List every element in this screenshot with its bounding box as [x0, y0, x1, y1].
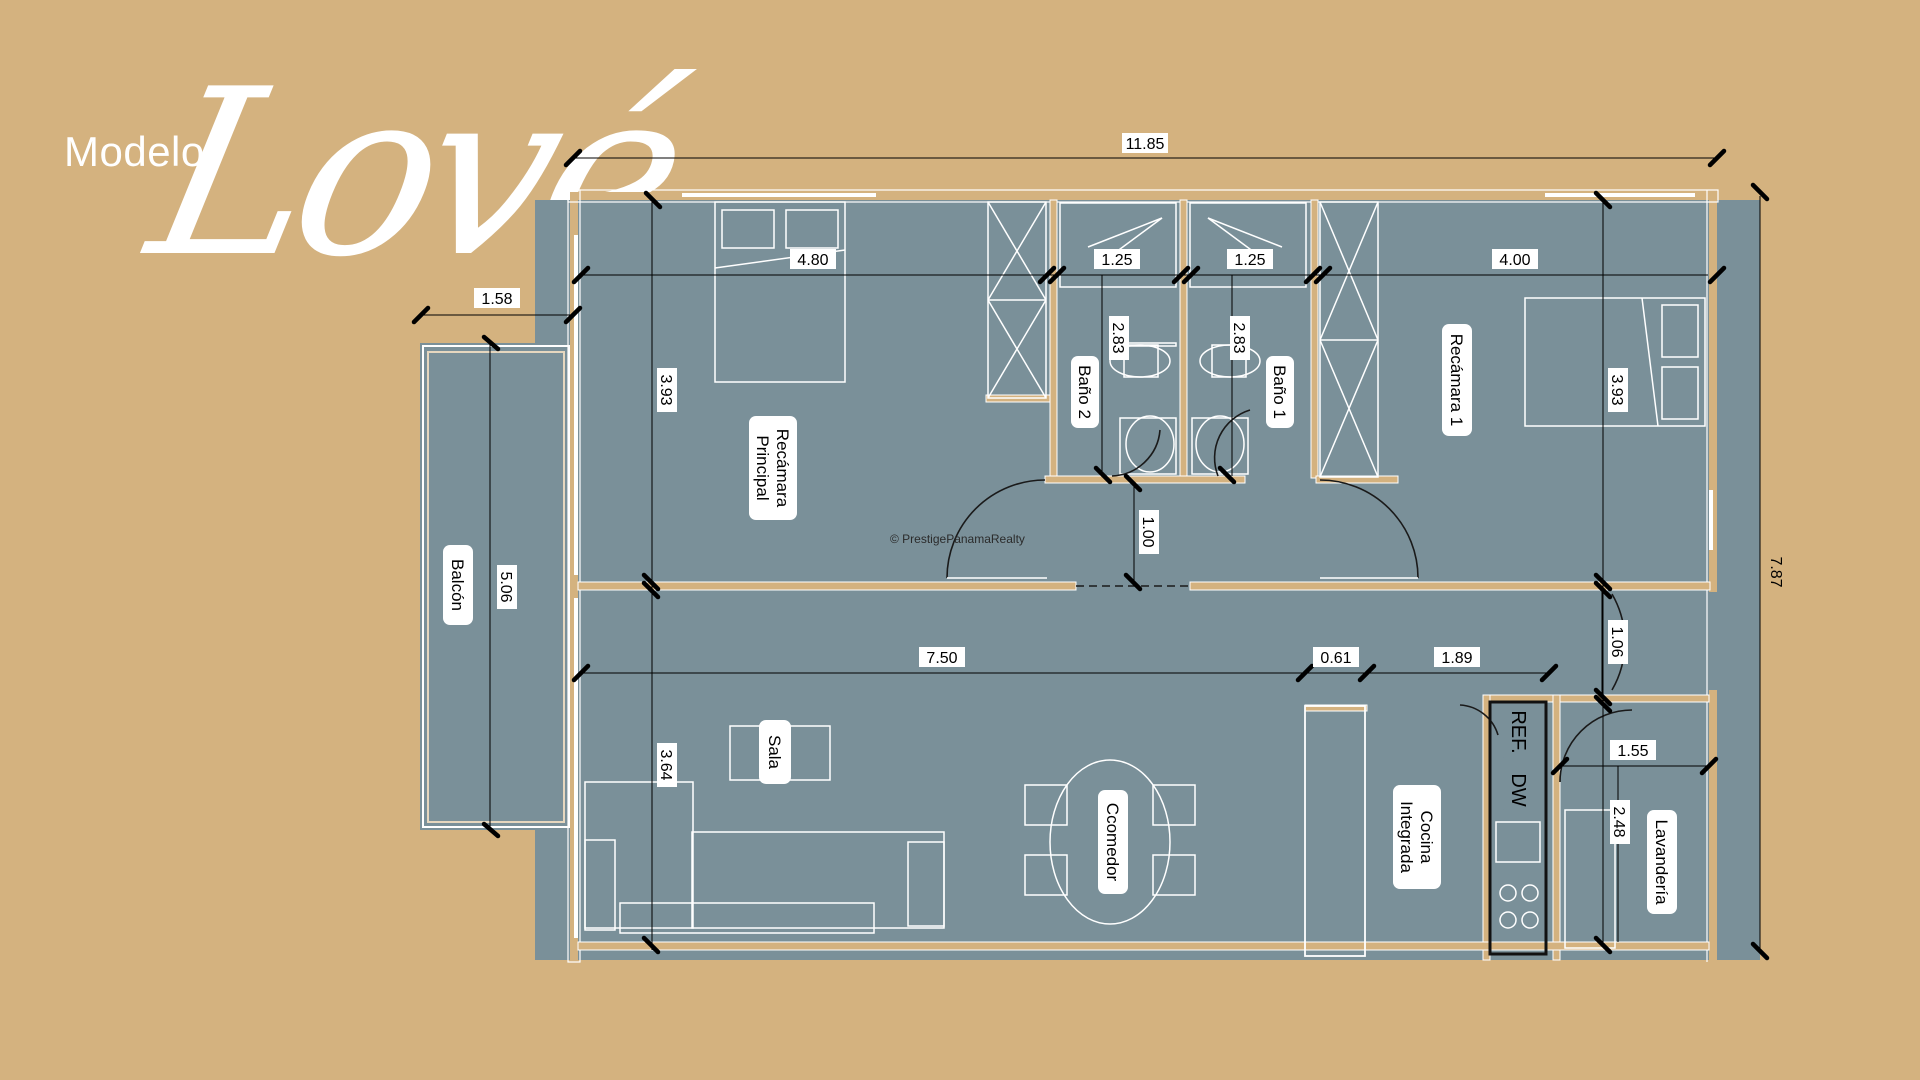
- dim-bath1-depth: 2.83: [1230, 322, 1247, 353]
- dim-bed1-depth: 3.93: [1608, 374, 1625, 405]
- label-master-line1: Recámara: [773, 429, 792, 508]
- dimension-lines: [422, 157, 1761, 950]
- bed-1: [1524, 297, 1706, 427]
- sofa: [584, 781, 945, 934]
- label-master-line2: Principal: [753, 435, 772, 500]
- bath2-fixtures: [1059, 202, 1177, 475]
- exterior-outline: [567, 189, 1719, 963]
- exterior-walls: [570, 192, 1717, 960]
- dim-kitchen-width: 1.89: [1441, 650, 1472, 667]
- dim-balcony-length: 5.06: [497, 571, 514, 602]
- bath1-fixtures: [1189, 202, 1307, 475]
- label-kitchen-line1: Cocina: [1417, 811, 1436, 864]
- dim-total-height: 7.87: [1767, 556, 1784, 587]
- floor-main: [535, 200, 1760, 960]
- label-laundry: Lavandería: [1652, 819, 1671, 905]
- label-bath1: Baño 1: [1270, 365, 1289, 419]
- dim-laundry-depth: 2.48: [1610, 806, 1627, 837]
- label-bath2: Baño 2: [1075, 365, 1094, 419]
- dim-bed1-width: 4.00: [1499, 252, 1530, 269]
- dining-set: [1024, 759, 1196, 925]
- dimension-labels: 11.85 1.58 4.80 1.25 1.25 4.00 7.50 0.61…: [474, 133, 1787, 844]
- dimension-ticks: [411, 148, 1770, 961]
- balcony-inner: [427, 351, 565, 823]
- dim-living-width: 7.50: [926, 650, 957, 667]
- label-living: Sala: [765, 735, 784, 770]
- dim-living-depth: 3.64: [657, 749, 674, 780]
- laundry-outline: [1564, 809, 1616, 949]
- dim-master-width: 4.80: [797, 252, 828, 269]
- label-fridge: REF.: [1507, 710, 1529, 753]
- wardrobe-bed1: [1319, 201, 1379, 478]
- dim-counter-width: 0.61: [1320, 650, 1351, 667]
- dim-door-width: 1.06: [1608, 626, 1625, 657]
- dim-master-depth: 3.93: [657, 374, 674, 405]
- windows: [574, 193, 1713, 938]
- kitchen-appliances: [1495, 821, 1541, 929]
- bed-master: [714, 201, 846, 383]
- label-balcony: Balcón: [448, 559, 467, 611]
- wardrobe-master: [987, 201, 1047, 399]
- model-label: Modelo: [64, 128, 205, 175]
- kitchen-cabinets: [1488, 700, 1548, 956]
- dim-bath2-width: 1.25: [1101, 252, 1132, 269]
- room-labels: Recámara Principal Recámara 1 Baño 2 Bañ…: [443, 324, 1677, 914]
- dim-total-width: 11.85: [1126, 136, 1165, 153]
- label-dishwasher: DW: [1507, 773, 1529, 806]
- dim-bath2-depth: 2.83: [1109, 322, 1126, 353]
- dim-balcony-width: 1.58: [481, 291, 512, 308]
- watermark: © PrestigePanamaRealty: [890, 532, 1025, 546]
- dim-bath1-width: 1.25: [1234, 252, 1265, 269]
- dim-hall-width: 1.00: [1139, 516, 1156, 547]
- doors: [946, 409, 1633, 783]
- dim-laundry-width: 1.55: [1617, 743, 1648, 760]
- label-bed1: Recámara 1: [1447, 334, 1466, 427]
- label-kitchen-line2: Integrada: [1397, 801, 1416, 873]
- floor-balcony: [420, 343, 572, 830]
- kitchen-island: [1304, 705, 1366, 957]
- label-dining: Ccomedor: [1103, 803, 1122, 882]
